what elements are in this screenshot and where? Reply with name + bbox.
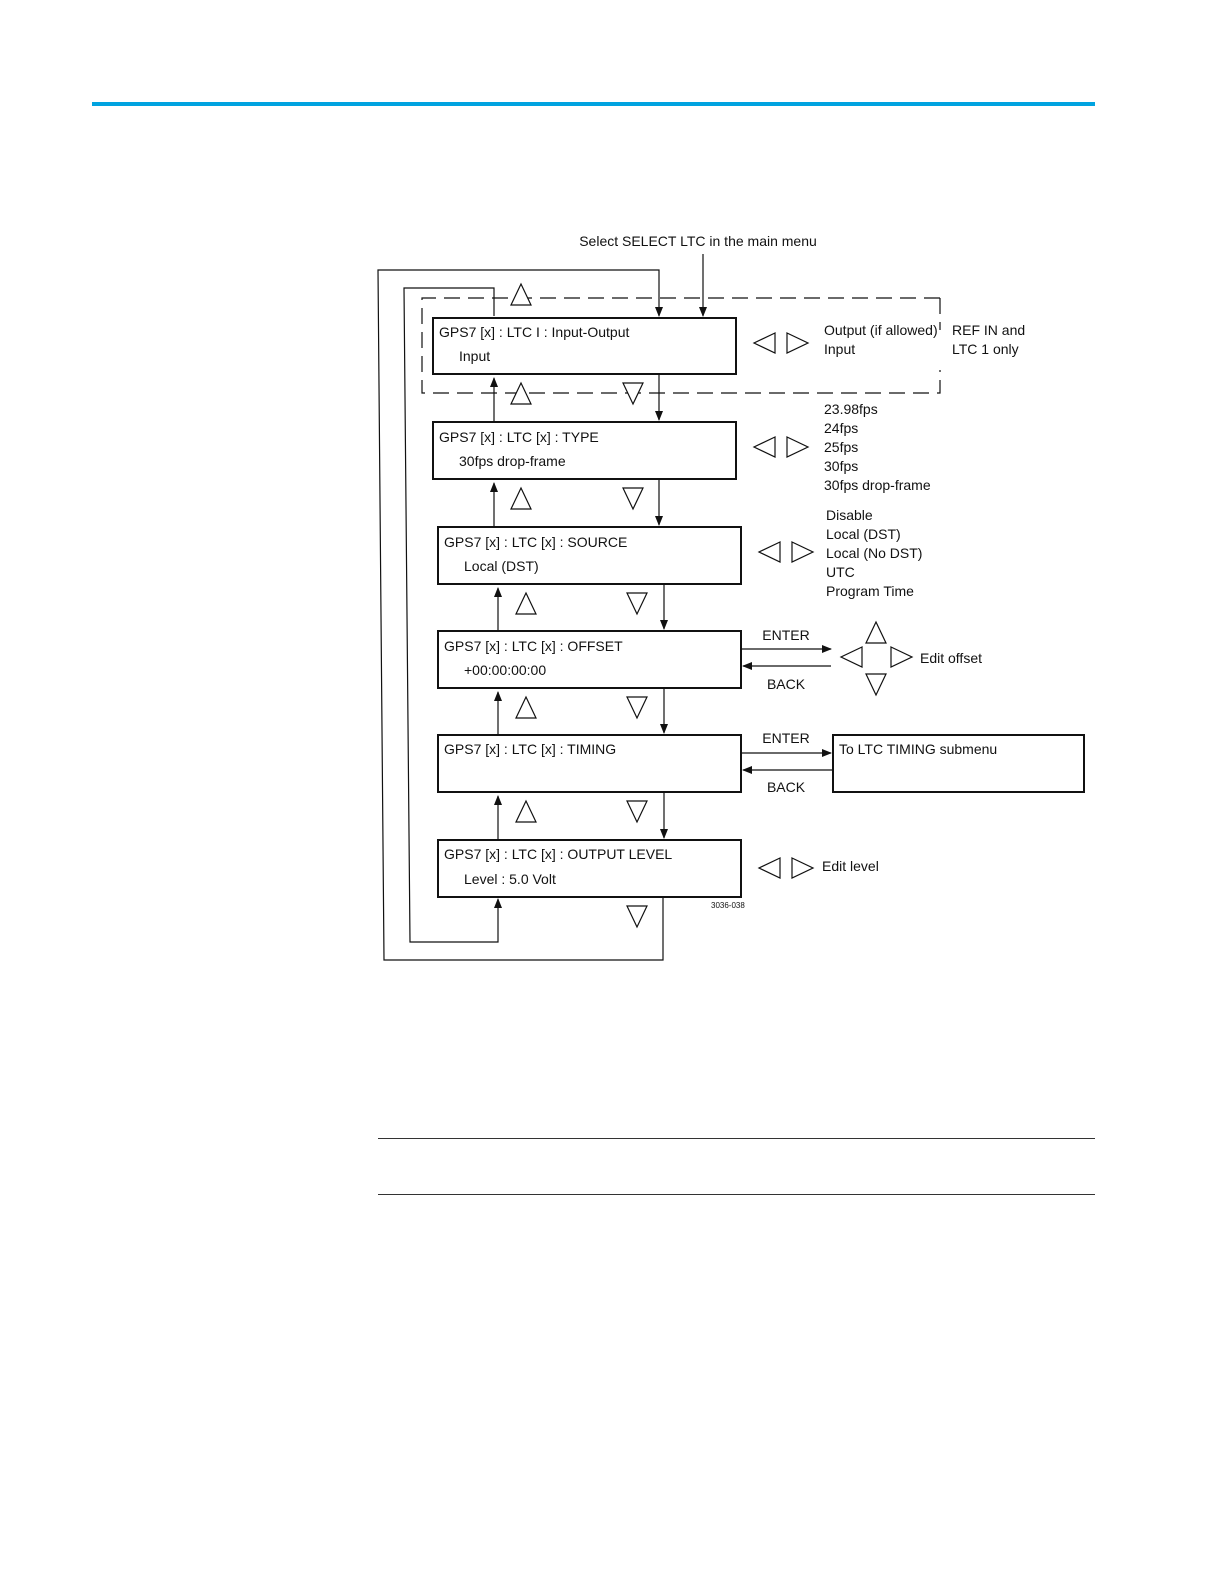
header-rule xyxy=(92,102,1095,106)
type-option: 30fps xyxy=(824,458,858,474)
menu-box-offset xyxy=(437,630,742,689)
source-option: Local (DST) xyxy=(826,526,901,542)
down-arrow-icon xyxy=(626,800,648,824)
io-option: Output (if allowed) xyxy=(824,322,938,338)
down-arrow-icon xyxy=(622,382,644,406)
entry-label: Select SELECT LTC in the main menu xyxy=(579,233,817,249)
type-option: 30fps drop-frame xyxy=(824,477,931,493)
right-arrow-icon xyxy=(791,857,815,879)
right-arrow-icon xyxy=(786,436,810,458)
left-arrow-icon xyxy=(752,436,776,458)
enter-label: ENTER xyxy=(762,730,809,746)
up-arrow-icon xyxy=(865,620,887,644)
menu-box-timing xyxy=(437,734,742,793)
up-arrow-icon xyxy=(515,799,537,823)
type-option: 23.98fps xyxy=(824,401,878,417)
down-arrow-icon xyxy=(622,487,644,511)
menu-title: GPS7 [x] : LTC [x] : TIMING xyxy=(444,741,616,757)
down-arrow-icon xyxy=(865,673,887,697)
left-arrow-icon xyxy=(839,646,863,668)
menu-box-input-output xyxy=(432,317,737,375)
down-arrow-icon xyxy=(626,905,648,929)
note-top-rule xyxy=(378,1138,1095,1139)
source-option: Disable xyxy=(826,507,873,523)
source-option: Local (No DST) xyxy=(826,545,922,561)
menu-value: Level : 5.0 Volt xyxy=(464,871,556,887)
source-option: UTC xyxy=(826,564,855,580)
up-arrow-icon xyxy=(515,591,537,615)
menu-title: GPS7 [x] : LTC I : Input-Output xyxy=(439,324,629,340)
type-option: 24fps xyxy=(824,420,858,436)
up-arrow-icon xyxy=(510,486,532,510)
figure-id: 3036-038 xyxy=(711,901,745,910)
io-option: Input xyxy=(824,341,855,357)
timing-submenu-label: To LTC TIMING submenu xyxy=(839,741,997,757)
menu-title: GPS7 [x] : LTC [x] : OUTPUT LEVEL xyxy=(444,846,672,862)
up-arrow-icon xyxy=(510,282,532,306)
left-arrow-icon xyxy=(757,857,781,879)
menu-box-type xyxy=(432,421,737,480)
edit-level-label: Edit level xyxy=(822,858,879,874)
ref-in-group-outline xyxy=(421,297,941,394)
right-arrow-icon xyxy=(786,332,810,354)
left-arrow-icon xyxy=(757,541,781,563)
menu-value: Input xyxy=(459,348,490,364)
right-arrow-icon xyxy=(890,646,914,668)
menu-box-source xyxy=(437,526,742,585)
menu-value: +00:00:00:00 xyxy=(464,662,546,678)
back-label: BACK xyxy=(767,676,806,692)
menu-box-output-level xyxy=(437,839,742,898)
left-arrow-icon xyxy=(752,332,776,354)
note-bottom-rule xyxy=(378,1194,1095,1195)
down-arrow-icon xyxy=(626,696,648,720)
menu-title: GPS7 [x] : LTC [x] : TYPE xyxy=(439,429,599,445)
menu-value: 30fps drop-frame xyxy=(459,453,566,469)
menu-title: GPS7 [x] : LTC [x] : SOURCE xyxy=(444,534,627,550)
timing-submenu-box xyxy=(832,734,1085,793)
edit-offset-label: Edit offset xyxy=(920,650,982,666)
menu-title: GPS7 [x] : LTC [x] : OFFSET xyxy=(444,638,623,654)
right-arrow-icon xyxy=(791,541,815,563)
up-arrow-icon xyxy=(510,381,532,405)
enter-label: ENTER xyxy=(762,627,809,643)
io-note: REF IN and xyxy=(952,322,1025,338)
source-option: Program Time xyxy=(826,583,914,599)
type-option: 25fps xyxy=(824,439,858,455)
menu-value: Local (DST) xyxy=(464,558,539,574)
down-arrow-icon xyxy=(626,592,648,616)
up-arrow-icon xyxy=(515,695,537,719)
back-label: BACK xyxy=(767,779,806,795)
io-note: LTC 1 only xyxy=(952,341,1019,357)
